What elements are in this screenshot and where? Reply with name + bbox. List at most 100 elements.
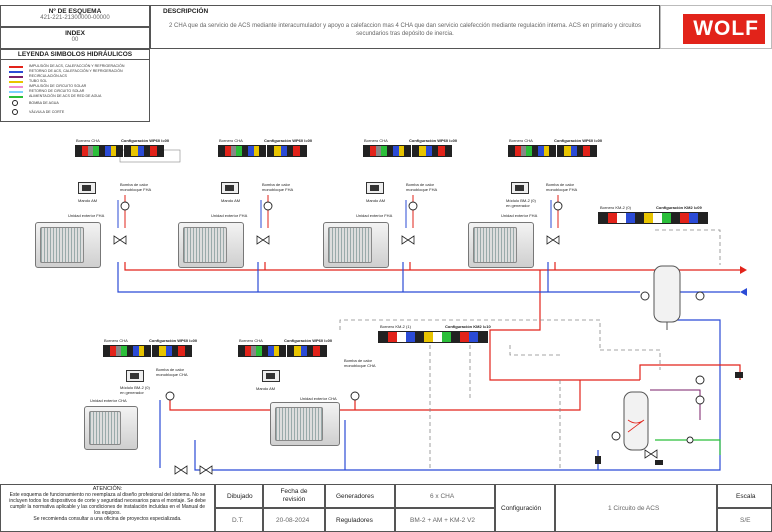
reguladores-value: BM-2 + AM + KM-2 V2 [410, 517, 476, 524]
terminal-block [238, 345, 286, 357]
mando-label: Mando AM [78, 198, 98, 203]
mando-label: Mando AM [366, 198, 386, 203]
schema-number: 421-221-21300000-00000 [40, 15, 110, 21]
dhw-pipe [655, 439, 721, 455]
attention-box: ATENCIÓN: Este esquema de funcionamiento… [0, 484, 215, 532]
dhw-tank [623, 391, 649, 451]
controller-block [124, 145, 164, 157]
flow-arrow-icon [740, 266, 747, 274]
outdoor-unit [270, 402, 340, 446]
configuracion-value: 1 Circuito de ACS [608, 505, 660, 512]
unit-label: Unidad exterior FHA [211, 213, 248, 218]
bornero-label: Bornero CHA [219, 138, 243, 143]
attention-title: ATENCIÓN: [92, 486, 123, 492]
sensor-icon [695, 291, 705, 301]
return-pipe-top [117, 262, 740, 471]
escala-label: Escala [736, 493, 756, 500]
pump-symbols [120, 201, 705, 444]
attention-note: Se recomienda consultar a una oficina de… [33, 516, 182, 522]
pump-label: Bomba de calor monobloque FHA [262, 182, 294, 192]
controller-block [267, 145, 307, 157]
dibujado-cell: Dibujado [215, 484, 263, 508]
generadores-label: Generadores [336, 493, 374, 500]
room-controller-icon [221, 182, 239, 194]
escala-value-cell: S/E [717, 508, 772, 532]
index-box: INDEX 00 [0, 27, 150, 49]
room-controller-icon [262, 370, 280, 382]
description-text: 2 CHA que da servicio de ACS mediante in… [169, 23, 641, 37]
reguladores-label: Reguladores [336, 517, 373, 524]
bornero-label: Bornero CHA [364, 138, 388, 143]
reguladores-value-cell: BM-2 + AM + KM-2 V2 [395, 508, 495, 532]
terminal-block [103, 345, 151, 357]
fecha-cell: Fecha de revisión [263, 484, 325, 508]
dibujado-value: D.T. [232, 517, 244, 524]
terminal-block [75, 145, 123, 157]
bornero-label: Bornero CHA [509, 138, 533, 143]
configuracion-value-cell: 1 Circuito de ACS [555, 484, 717, 532]
room-controller-icon [78, 182, 96, 194]
mando-label: Módulo BM-2 (0) en generador [506, 198, 536, 208]
legend-swatch [9, 66, 23, 68]
bornero-label: Bornero CHA [104, 338, 128, 343]
dibujado-label: Dibujado [227, 493, 253, 500]
configuracion-cell: Configuración [495, 484, 555, 532]
mando-label: Mando AM [221, 198, 241, 203]
valve-symbols [113, 235, 658, 475]
controller-block [557, 145, 597, 157]
outdoor-unit [468, 222, 534, 268]
dibujado-value-cell: D.T. [215, 508, 263, 532]
unit-label: Unidad exterior FHA [356, 213, 393, 218]
config-label: Configuración WP60 l=00 [284, 338, 333, 343]
description-box: DESCRIPCIÓN 2 CHA que da servicio de ACS… [150, 5, 660, 49]
legend-swatch [9, 96, 23, 98]
outdoor-unit [84, 406, 138, 450]
flow-arrow-icon [740, 288, 747, 296]
generadores-value: 6 x CHA [430, 493, 455, 500]
legend-box: LEYENDA SIMBOLOS HIDRÁULICOS IMPULSIÓN D… [0, 49, 150, 122]
unit-label: Unidad exterior FHA [501, 213, 538, 218]
bornero-label: Bornero CHA [76, 138, 100, 143]
pump-label: Bomba de calor monobloque CHA [156, 367, 188, 377]
wolf-logo-text: WOLF [693, 17, 759, 40]
fecha-value-cell: 20-08-2024 [263, 508, 325, 532]
logo-box: WOLF [660, 5, 772, 49]
km2-terminal-block [378, 331, 488, 343]
legend-title: LEYENDA SIMBOLOS HIDRÁULICOS [1, 50, 149, 60]
km2-config-label: Configuración KM2 l=09 [656, 205, 702, 210]
config-label: Configuración WP60 l=00 [409, 138, 458, 143]
controller-block [287, 345, 327, 357]
outdoor-unit [323, 222, 389, 268]
unit-label: Unidad exterior CHA [300, 396, 337, 401]
supply-pipe-top [124, 262, 740, 381]
room-controller-icon [511, 182, 529, 194]
controller-block [152, 345, 192, 357]
outdoor-unit [178, 222, 244, 268]
terminal-block [363, 145, 411, 157]
km2-terminal-block [598, 212, 708, 224]
unit-label: Unidad exterior FHA [68, 213, 105, 218]
km2-config-label: Configuración KM2 l=10 [445, 324, 491, 329]
config-label: Configuración WP60 l=00 [554, 138, 603, 143]
terminal-block [508, 145, 556, 157]
reguladores-cell: Reguladores [325, 508, 395, 532]
km2-bornero-label: Bornero KM-2 (1) [380, 324, 411, 329]
config-label: Configuración WP60 l=00 [149, 338, 198, 343]
legend-swatch [9, 86, 23, 88]
room-controller-icon [126, 370, 144, 382]
configuracion-label: Configuración [501, 505, 542, 512]
config-label: Configuración WP60 l=00 [121, 138, 170, 143]
index-value: 00 [71, 37, 79, 43]
fecha-label: Fecha de revisión [280, 488, 308, 503]
escala-cell: Escala [717, 484, 772, 508]
sensor-icon [640, 291, 650, 301]
outdoor-unit [35, 222, 101, 268]
fecha-value: 20-08-2024 [276, 517, 310, 524]
wolf-logo [683, 14, 765, 44]
config-label: Configuración WP60 l=00 [264, 138, 313, 143]
recirc-pipe [650, 389, 701, 420]
km2-bornero-label: Bornero KM-2 (0) [600, 205, 631, 210]
mando-label: Módulo BM-2 (0) en generador [120, 385, 150, 395]
buffer-tank [653, 265, 681, 330]
